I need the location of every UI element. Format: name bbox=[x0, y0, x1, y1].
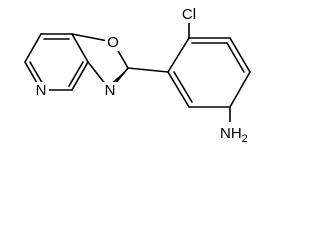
bond bbox=[167, 71, 190, 108]
oxygen-label: O bbox=[107, 34, 119, 51]
oxazole-nitrogen-label: N bbox=[105, 82, 116, 99]
bond bbox=[229, 71, 251, 108]
structure-canvas: O N N Cl NH2 bbox=[24, 5, 254, 145]
pyridine-nitrogen-label: N bbox=[36, 82, 47, 99]
double-bond-inner bbox=[173, 71, 193, 103]
atom-labels: O N N Cl NH2 bbox=[33, 5, 254, 145]
molecule-structure: O N N Cl NH2 bbox=[24, 5, 254, 145]
bond bbox=[71, 33, 89, 63]
bond bbox=[229, 37, 251, 73]
double-bond-inner bbox=[68, 61, 84, 87]
chlorine-label: Cl bbox=[182, 6, 196, 23]
bond bbox=[24, 33, 42, 63]
bond bbox=[71, 61, 89, 91]
bond bbox=[127, 67, 169, 73]
bond bbox=[167, 37, 190, 73]
benzene-ring bbox=[127, 21, 251, 124]
svg-text:NH2: NH2 bbox=[220, 125, 248, 145]
pyridine-ring bbox=[24, 33, 89, 91]
amine-label: NH bbox=[220, 125, 242, 142]
double-bond-inner bbox=[226, 42, 245, 73]
amine-h-subscript: 2 bbox=[242, 133, 248, 145]
